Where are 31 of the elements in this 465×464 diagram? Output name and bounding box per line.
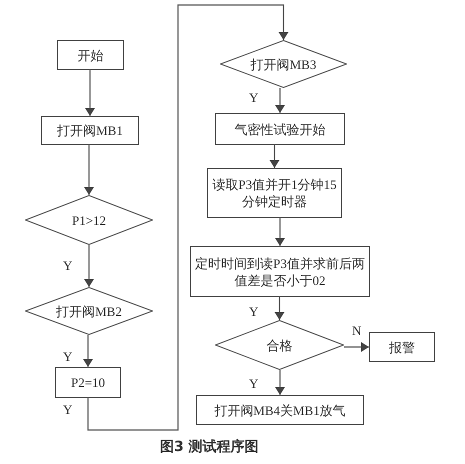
edge-label: Y <box>62 403 74 417</box>
edge-label: Y <box>62 350 74 364</box>
caption: 图3 测试程序图 <box>160 438 259 456</box>
process-box: 报警 <box>369 332 435 362</box>
process-box: 打开阀MB4关MB1放气 <box>196 395 364 425</box>
arrow <box>85 70 95 116</box>
arrow <box>275 370 285 395</box>
arrow <box>275 88 285 113</box>
decision-diamond: P1>12 <box>25 195 153 245</box>
decision-diamond: 打开阀MB3 <box>220 40 347 88</box>
edge-label: Y <box>248 377 260 391</box>
decision-diamond: 合格 <box>215 320 344 370</box>
arrow <box>83 335 93 367</box>
process-box: P2=10 <box>55 367 121 398</box>
arrow <box>275 218 285 246</box>
start-box: 开始 <box>57 40 124 70</box>
arrow <box>270 145 280 168</box>
decision-diamond: 打开阀MB2 <box>25 287 153 335</box>
process-box: 气密性试验开始 <box>215 113 345 145</box>
process-box: 定时时间到读P3值并求前后两值差是否小于02 <box>190 246 370 297</box>
process-box: 读取P3值并开1分钟15分钟定时器 <box>207 168 342 218</box>
process-box: 打开阀MB1 <box>41 116 139 145</box>
arrow <box>344 342 369 352</box>
edge-label: N <box>351 324 362 338</box>
edge-label: Y <box>62 259 74 273</box>
arrow <box>87 4 288 431</box>
arrow <box>274 297 284 320</box>
edge-label: Y <box>248 91 260 105</box>
arrow <box>84 145 94 195</box>
arrow <box>84 245 94 287</box>
edge-label: Y <box>248 305 260 319</box>
